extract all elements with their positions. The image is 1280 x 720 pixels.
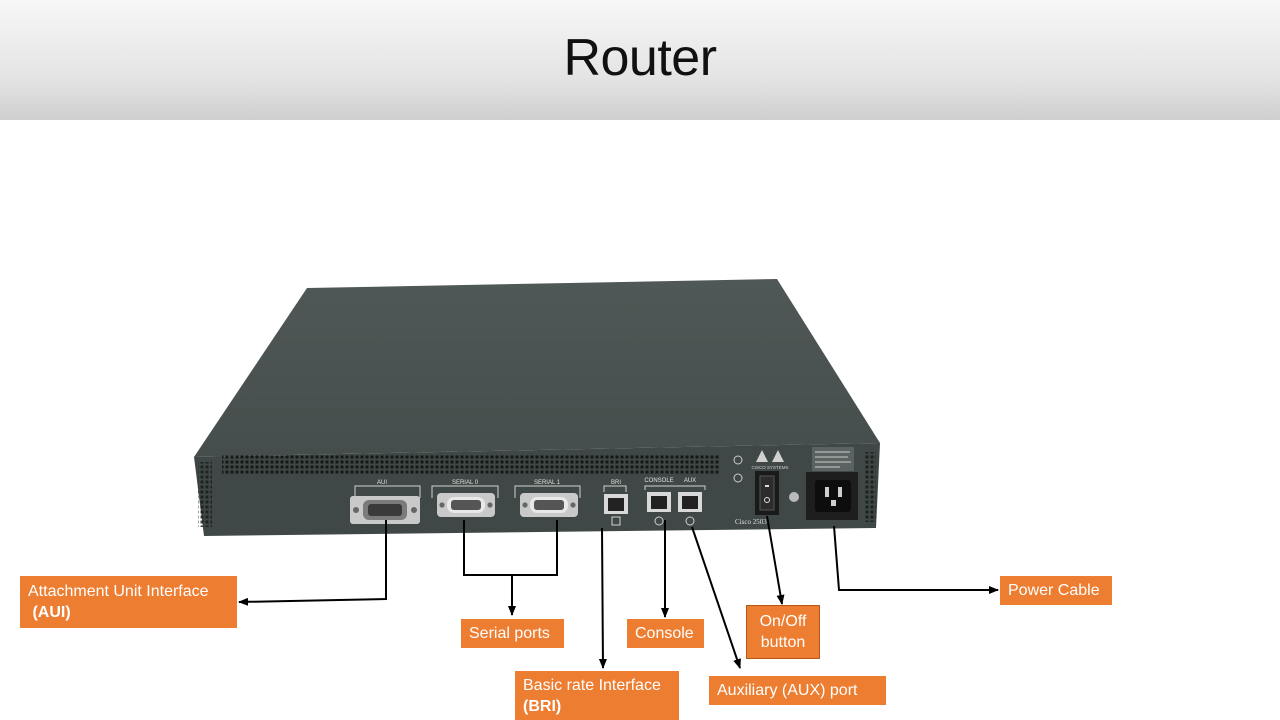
port-label-bri: BRI	[611, 480, 621, 486]
callout-power-cable: Power Cable	[1000, 576, 1112, 605]
model-label: Cisco 2503	[735, 518, 767, 526]
callout-bri: Basic rate Interface (BRI)	[515, 671, 679, 720]
callout-bri-abbr: (BRI)	[523, 697, 562, 715]
callout-console-text: Console	[635, 625, 694, 642]
callout-onoff-line2: button	[760, 634, 806, 651]
arrow-onoff	[766, 515, 785, 605]
callout-aux-text: Auxiliary (AUX) port	[717, 682, 858, 699]
callout-aui-text: Attachment Unit Interface	[28, 583, 209, 600]
port-label-serial0: SERIAL 0	[452, 480, 479, 486]
power-switch	[755, 471, 779, 515]
side-vents-right	[864, 452, 876, 522]
callout-aux: Auxiliary (AUX) port	[709, 676, 886, 705]
arrow-aux	[691, 526, 741, 669]
port-label-console: CONSOLE	[644, 478, 673, 484]
power-spec-plate	[812, 447, 854, 471]
aux-port	[678, 492, 702, 526]
port-brackets	[354, 485, 706, 498]
arrow-aui	[238, 520, 387, 606]
router-device: AUI SERIAL 0 SERIAL 1 BRI CONSOLE AUX	[194, 279, 880, 536]
ground-symbol-icon	[733, 455, 743, 483]
port-label-aux: AUX	[684, 478, 696, 484]
router-top-panel	[194, 279, 880, 457]
port-label-serial1: SERIAL 1	[534, 480, 561, 486]
callout-serial-ports-text: Serial ports	[469, 625, 550, 642]
callout-onoff-line1: On/Off	[759, 613, 807, 630]
power-inlet	[806, 472, 858, 520]
title-bar	[0, 0, 1280, 120]
callout-serial-ports: Serial ports	[461, 619, 564, 648]
arrow-power	[833, 525, 999, 594]
callout-console: Console	[627, 619, 704, 648]
bri-port	[604, 494, 628, 526]
cisco-logo: CISCO SYSTEMS	[751, 450, 789, 470]
serial1-port	[520, 493, 578, 517]
brand-label: CISCO SYSTEMS	[751, 465, 788, 470]
callout-aui: Attachment Unit Interface (AUI)	[20, 576, 237, 628]
callout-bri-text: Basic rate Interface	[523, 676, 661, 694]
screw	[789, 492, 799, 502]
port-label-aui: AUI	[377, 480, 387, 486]
serial0-port	[437, 493, 495, 517]
console-port	[647, 492, 671, 526]
vent-grille	[222, 455, 720, 475]
callout-arrows	[238, 515, 999, 669]
bracket-serial	[463, 520, 558, 576]
slide-title: Router	[563, 29, 717, 87]
callout-aui-abbr: (AUI)	[32, 604, 71, 621]
callout-power-cable-text: Power Cable	[1008, 582, 1100, 599]
side-vents-left	[198, 462, 212, 527]
callout-onoff: On/Off button	[746, 605, 820, 659]
aui-port	[350, 496, 420, 524]
arrow-bri	[598, 527, 607, 669]
